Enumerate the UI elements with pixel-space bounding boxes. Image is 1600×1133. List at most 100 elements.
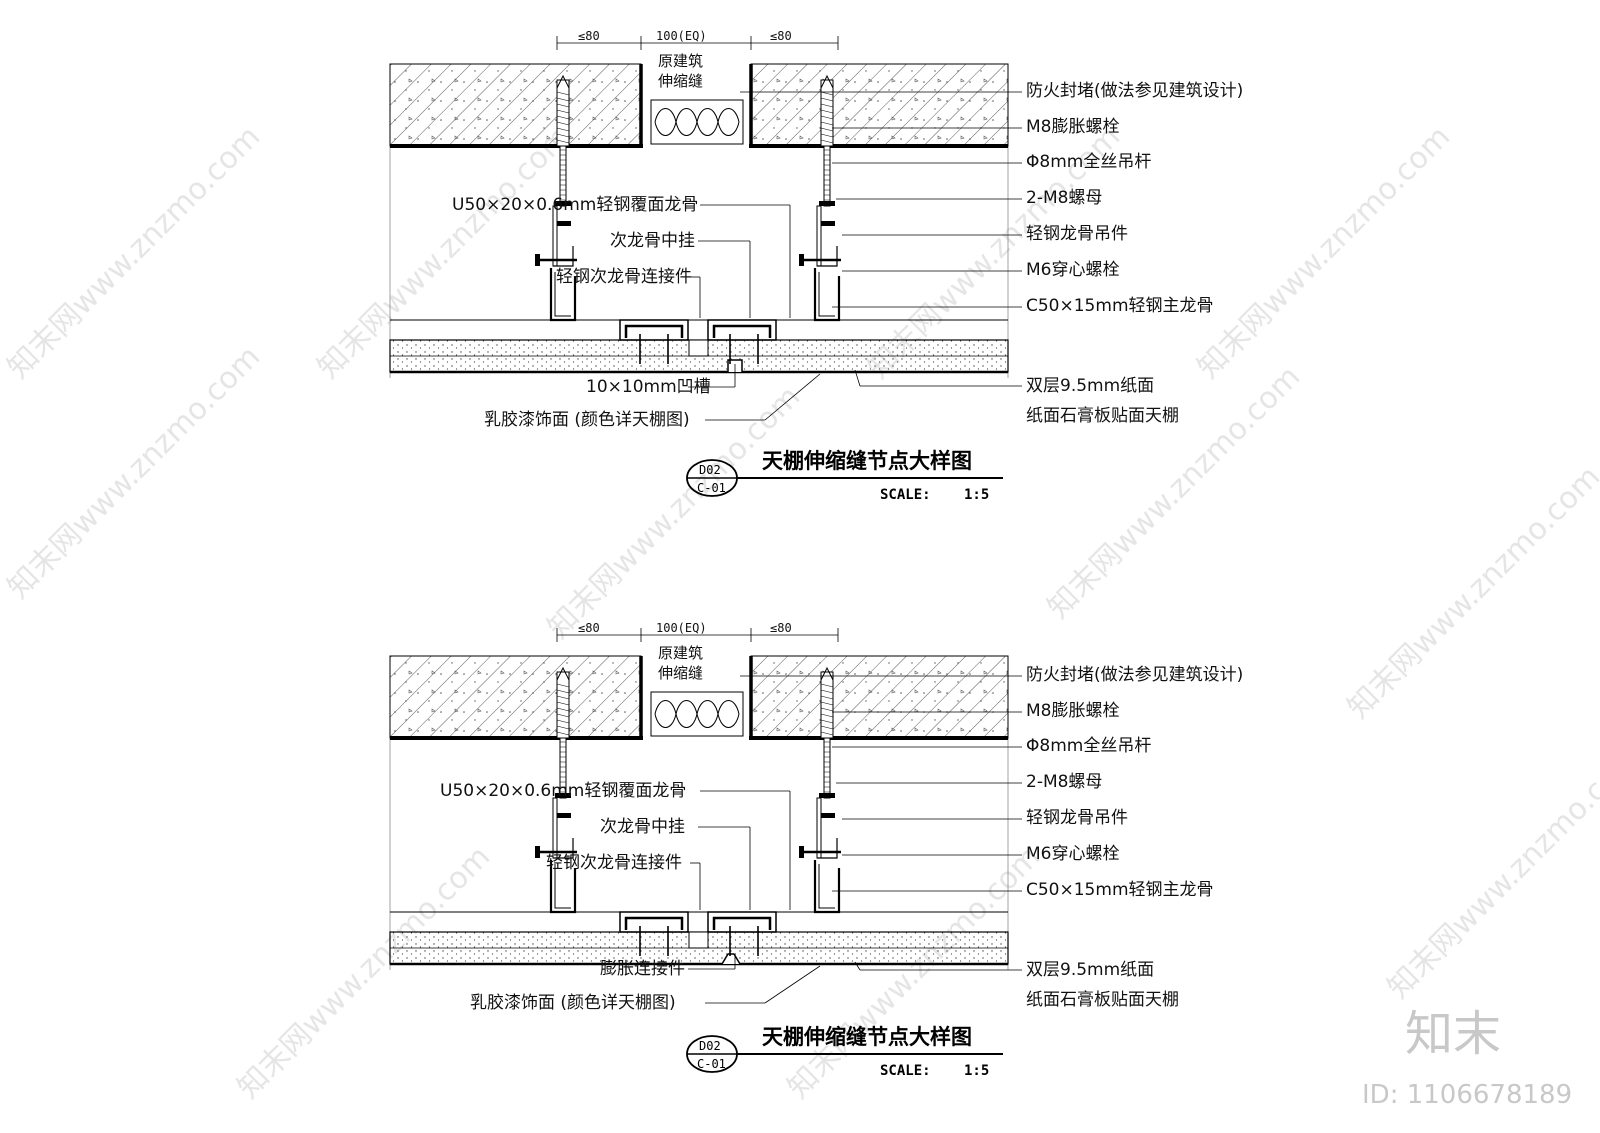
leader-gypsum-tail [854, 961, 861, 971]
dim-left: ≤80 [578, 29, 600, 43]
bolt-thread-left [556, 695, 570, 700]
bolt-thread-left [556, 103, 570, 108]
callout-hanger: 轻钢龙骨吊件 [1026, 224, 1128, 244]
bolt-thread-left [556, 701, 570, 706]
scale-value: 1:5 [964, 487, 989, 503]
secondary-keel-right-profile [712, 916, 772, 930]
watermark-text-8: 知末网www.znzmo.com [231, 839, 497, 1105]
bolt-thread-right [820, 97, 834, 102]
bolt-thread-right [820, 121, 834, 126]
callout-nuts: 2-M8螺母 [1026, 188, 1102, 208]
hanger-plate-right [816, 797, 822, 859]
bolt-thread-right [820, 719, 834, 724]
through-bolt-head-right [799, 254, 804, 266]
nut-top-right [819, 201, 835, 206]
dim-right: ≤80 [770, 29, 792, 43]
expansion-bolt-right [820, 671, 834, 739]
callout-expansion-bolt: M8膨胀螺栓 [1026, 117, 1119, 137]
bolt-thread-right [820, 109, 834, 114]
expansion-bolt-right [820, 79, 834, 147]
hanger-bracket-right [817, 838, 838, 859]
through-bolt-head-left [535, 846, 540, 858]
bolt-thread-right [820, 725, 834, 730]
scale-value: 1:5 [964, 1063, 989, 1079]
concrete-slab-right-fill [750, 655, 1009, 739]
hanger-plate-left [552, 797, 558, 859]
callout-nuts: 2-M8螺母 [1026, 772, 1102, 792]
section-geometry [389, 628, 1022, 1004]
secondary-keel-left [619, 911, 689, 933]
joint-label-line2: 伸缩缝 [658, 72, 703, 90]
bolt-thread-right [820, 103, 834, 108]
nut-top-left [555, 201, 571, 206]
bolt-thread-right [820, 689, 834, 694]
right-callouts: 防火封堵(做法参见建筑设计) M8膨胀螺栓 Φ8mm全丝吊杆 2-M8螺母 轻钢… [1026, 81, 1243, 426]
secondary-keel-left-profile [624, 916, 684, 930]
dim-center: 100(EQ) [656, 29, 707, 43]
bolt-thread-right [820, 115, 834, 120]
main-keel-inner-right [818, 272, 835, 317]
secondary-keel-left [619, 319, 689, 341]
tag-sheet-number: C-01 [697, 1057, 726, 1071]
callout-secondary-hanger: 次龙骨中挂 [600, 817, 685, 837]
callout-expansion-connector: 膨胀连接件 [600, 959, 685, 979]
bolt-head-right [820, 74, 834, 89]
hanger-plate-right [816, 205, 822, 267]
watermark-text-3: 知末网www.znzmo.com [1191, 119, 1457, 385]
callout-main-keel: C50×15mm轻钢主龙骨 [1026, 880, 1214, 900]
hanger-bracket-right [817, 246, 838, 267]
callout-fire-seal: 防火封堵(做法参见建筑设计) [1026, 665, 1243, 685]
nut-bottom-left [555, 221, 571, 226]
callout-gypsum-line2: 纸面石膏板贴面天棚 [1026, 405, 1179, 426]
joint-label-line1: 原建筑 [658, 644, 703, 662]
leader-paint-up [764, 373, 821, 421]
callout-threaded-rod: Φ8mm全丝吊杆 [1026, 152, 1151, 172]
dim-center: 100(EQ) [656, 621, 707, 635]
tag-sheet-number: C-01 [697, 481, 726, 495]
expansion-connector [721, 953, 741, 965]
concrete-slab-right-fill [750, 63, 1009, 147]
bolt-thread-right [820, 731, 834, 736]
bolt-thread-left [556, 707, 570, 712]
joint-label-line1: 原建筑 [658, 52, 703, 70]
joint-label-line2: 伸缩缝 [658, 664, 703, 682]
left-callouts: U50×20×0.6mm轻钢覆面龙骨 次龙骨中挂 轻钢次龙骨连接件 膨胀连接件 … [440, 781, 686, 1013]
bolt-thread-right [820, 91, 834, 96]
bolt-thread-left [556, 719, 570, 724]
right-callouts: 防火封堵(做法参见建筑设计) M8膨胀螺栓 Φ8mm全丝吊杆 2-M8螺母 轻钢… [1026, 665, 1243, 1010]
bolt-head-left [556, 74, 570, 89]
nut-bottom-right [819, 221, 835, 226]
scale-label: SCALE: [880, 1063, 931, 1079]
expansion-bolt-left [556, 79, 570, 147]
through-bolt-head-right [799, 846, 804, 858]
concrete-slab-left-fill [389, 63, 642, 147]
bolt-thread-right [820, 683, 834, 688]
callout-cover-keel: U50×20×0.6mm轻钢覆面龙骨 [452, 195, 698, 215]
watermark-text-4: 知末网www.znzmo.com [1, 339, 267, 605]
title-block: D02 C-01 天棚伸缩缝节点大样图 SCALE: 1:5 [686, 449, 1003, 503]
leader-gypsum-tail [854, 369, 861, 387]
dim-left: ≤80 [578, 621, 600, 635]
callout-secondary-connector: 轻钢次龙骨连接件 [556, 267, 692, 287]
callout-expansion-bolt: M8膨胀螺栓 [1026, 701, 1119, 721]
detail-title: 天棚伸缩缝节点大样图 [762, 449, 972, 473]
leader-paint-up [764, 965, 821, 1004]
section-geometry [389, 36, 1022, 421]
bolt-thread-left [556, 683, 570, 688]
nut-top-left [555, 793, 571, 798]
callout-fire-seal: 防火封堵(做法参见建筑设计) [1026, 81, 1243, 101]
bolt-thread-right [820, 707, 834, 712]
watermark-text-10: 知末网www.znzmo.com [1381, 739, 1600, 1005]
watermark-text-6: 知末网www.znzmo.com [1041, 359, 1307, 625]
bolt-thread-left [556, 115, 570, 120]
callout-gypsum-line2: 纸面石膏板贴面天棚 [1026, 989, 1179, 1010]
detail-drawing-1: ≤80 100(EQ) ≤80 原建筑 伸缩缝 防火封堵(做法参见建筑设计) M… [389, 29, 1243, 503]
insulation-wave-bottom [654, 713, 740, 728]
callout-secondary-connector: 轻钢次龙骨连接件 [546, 853, 682, 873]
insulation-wave-bottom [654, 121, 740, 136]
nut-bottom-left [555, 813, 571, 818]
hanger-bracket-left [553, 246, 574, 267]
callout-hanger: 轻钢龙骨吊件 [1026, 808, 1128, 828]
expansion-bolt-left [556, 671, 570, 739]
